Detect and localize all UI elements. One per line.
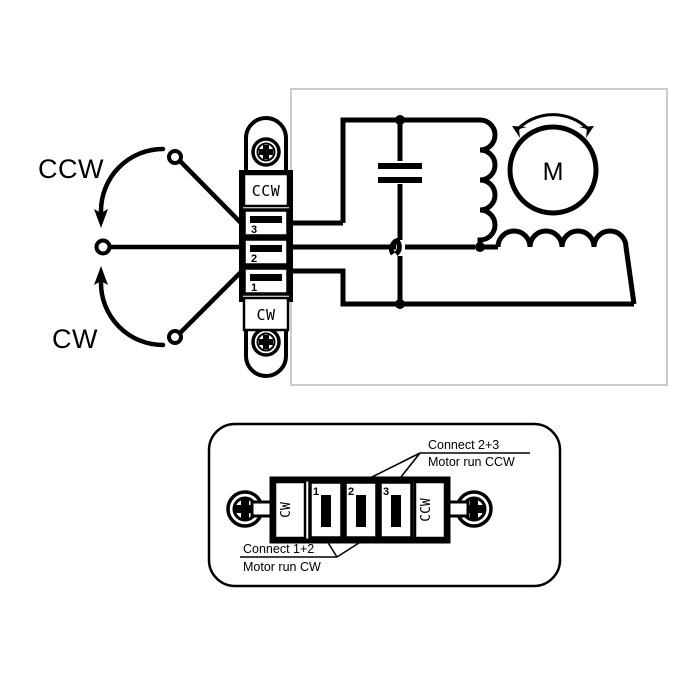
terminal-2-number: 2 [251, 253, 257, 265]
phillips-screw-icon [251, 137, 281, 167]
motor-schematic: M [291, 113, 637, 309]
ccw-callout-line2: Motor run CCW [428, 455, 515, 469]
bottom-terminal-block[interactable]: CW 1 2 3 CCW [226, 476, 493, 544]
run-winding-coil-icon [495, 228, 637, 305]
ccw-arrow-arc [98, 146, 166, 215]
terminal-cell-cw [242, 296, 290, 332]
ccw-callout-line1: Connect 2+3 [428, 438, 499, 452]
terminal-2[interactable]: 2 [242, 237, 290, 267]
terminal-1-number: 1 [251, 282, 257, 294]
wire-hop-vertical-icon [388, 237, 401, 256]
terminal-1[interactable]: 1 [242, 266, 290, 296]
cw-callout-line2: Motor run CW [243, 560, 321, 574]
terminal-cell-ccw [242, 172, 290, 208]
bottom-block-left-label: CW [279, 502, 294, 518]
rotation-arc-arrow-icon [512, 113, 594, 138]
rotation-indicator-group: CCW CW [38, 146, 245, 354]
junction-dot-icon [395, 115, 405, 125]
terminal-3[interactable]: 3 [378, 480, 414, 540]
terminal-block-bottom-label: CW [256, 306, 276, 324]
ccw-leader-line-b [396, 452, 421, 483]
wire-cw-to-terminal1 [178, 268, 245, 335]
cw-callout-line1: Connect 1+2 [243, 542, 314, 556]
ccw-leader-line-a [361, 452, 421, 483]
terminal-1[interactable]: 1 [308, 480, 344, 540]
cw-arrow-head [94, 266, 108, 285]
wire-terminal3-to-top-rail [340, 117, 480, 223]
cw-label: CW [52, 324, 98, 354]
top-terminal-block[interactable]: CCW 3 2 1 CW [239, 116, 293, 378]
ccw-arrow-head [94, 209, 108, 228]
terminal-cell-cw [273, 480, 307, 540]
ccw-label: CCW [38, 154, 104, 184]
bottom-block-right-label: CCW [419, 498, 434, 522]
junction-dot-icon [395, 299, 405, 309]
terminal-3-number: 3 [251, 224, 257, 236]
cw-leader-line-b [336, 540, 363, 558]
terminal-2[interactable]: 2 [343, 480, 379, 540]
wire-ccw-to-terminal3 [178, 159, 245, 227]
cw-callout: Connect 1+2 Motor run CW [240, 540, 363, 574]
schematic-panel [290, 88, 668, 386]
ccw-contact-node [167, 149, 183, 165]
phillips-screw-icon [251, 327, 281, 357]
terminal-3[interactable]: 3 [242, 208, 290, 238]
terminal-1-number: 1 [313, 486, 319, 498]
terminal-3-number: 3 [383, 486, 389, 498]
motor-label: M [543, 158, 564, 186]
wire-terminal1-to-bottom-rail [291, 268, 634, 307]
cw-leader-line-a [326, 540, 338, 558]
cw-arrow-arc [98, 279, 166, 348]
start-winding-coil-icon [477, 117, 498, 247]
capacitor-icon [378, 163, 422, 183]
terminal-cell-ccw [413, 480, 447, 540]
ccw-callout: Connect 2+3 Motor run CCW [361, 438, 530, 483]
cw-contact-node [167, 329, 183, 345]
motor-symbol [507, 124, 599, 216]
terminal-block-top-label: CCW [252, 182, 281, 200]
terminal-2-number: 2 [348, 486, 354, 498]
common-node [94, 238, 112, 256]
